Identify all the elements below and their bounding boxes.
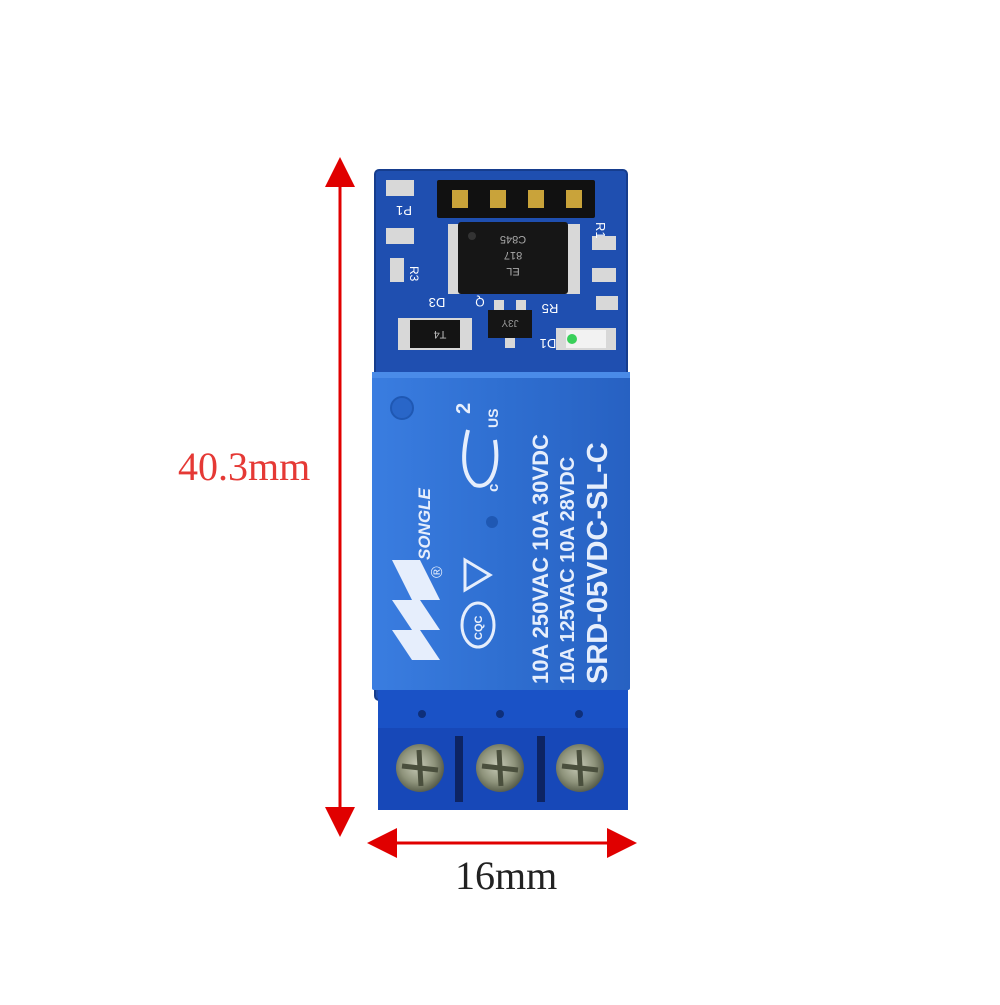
width-dimension-label: 16mm — [455, 853, 558, 898]
silk-r1: R1 — [593, 222, 608, 239]
resistor-r3 — [390, 258, 404, 282]
relay-ratings-1-visible: 10A 125VAC 10A 28VDC — [557, 457, 579, 684]
transistor-label: J3Y — [501, 317, 519, 328]
silk-p1: P1 — [396, 203, 412, 218]
relay-ratings-2: 10A 250VAC 10A 30VDC — [528, 434, 553, 684]
silk-d3: D3 — [429, 295, 446, 310]
silk-t4: T4 — [434, 328, 447, 340]
relay-registered: ® — [429, 566, 446, 578]
cert-us: US — [485, 409, 501, 428]
relay-body: SRD-05VDC-SL-C 10A 250VAC 10A 30VDC 10A … — [372, 372, 630, 690]
opto-line2: 817 — [504, 249, 522, 261]
opto-line1: C845 — [500, 233, 526, 245]
screw-terminal-block — [378, 690, 628, 810]
led-d1: D1 — [540, 328, 616, 351]
smd-pads-right — [592, 236, 618, 310]
relay-brand: SONGLE — [415, 488, 434, 560]
warning-triangle-icon — [463, 557, 493, 593]
height-dimension-label: 40.3mm — [178, 444, 311, 489]
ur-mark: US 2 c — [453, 403, 502, 492]
transistor-q: J3Y — [488, 300, 532, 348]
silk-q: Q — [475, 295, 484, 309]
terminal-screw-3 — [556, 744, 604, 792]
cqc-mark: CQC — [460, 601, 496, 649]
diode-t4: T4 — [398, 318, 472, 350]
cqc-label: CQC — [473, 616, 485, 641]
songle-logo — [392, 560, 440, 660]
pin-header — [437, 180, 595, 218]
smd-pads-p1 — [386, 180, 414, 244]
optocoupler-chip: C845 817 EL — [448, 222, 580, 294]
relay-model: SRD-05VDC-SL-C — [582, 442, 614, 684]
cert-c: c — [485, 484, 502, 492]
cert-number: 2 — [453, 403, 475, 414]
silk-d1: D1 — [540, 336, 557, 351]
silk-r5: R5 — [542, 301, 559, 316]
terminal-screw-2 — [476, 744, 524, 792]
terminal-screw-1 — [396, 744, 444, 792]
silk-r3: R3 — [407, 266, 421, 282]
opto-line3: EL — [506, 265, 519, 277]
